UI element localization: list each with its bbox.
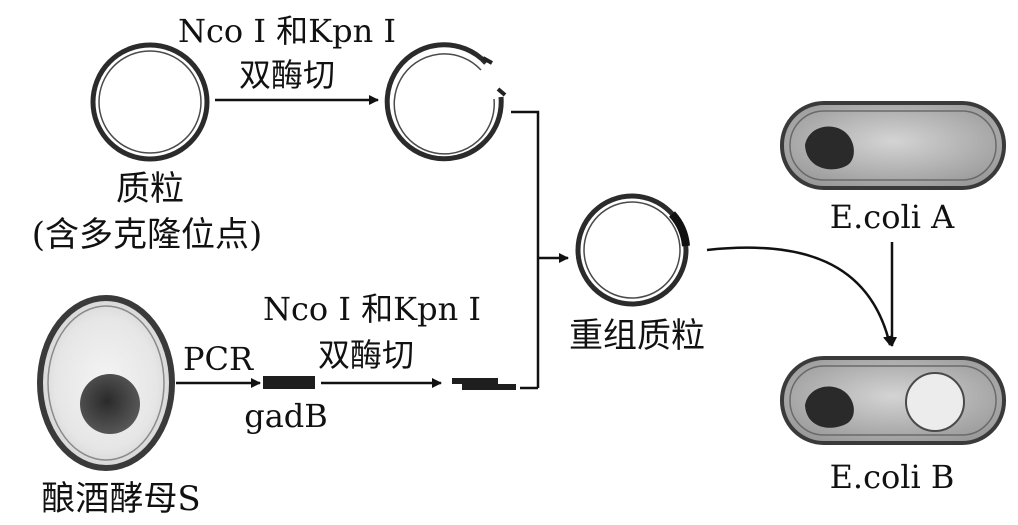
gadb-label: gadB: [244, 397, 328, 435]
recombinant-plasmid-ring: [575, 193, 690, 307]
top-connector-line: [511, 110, 540, 388]
yeast-nucleus: [80, 374, 140, 434]
digest-bottom-action: 双酶切: [318, 336, 414, 374]
ecoli-b-label: E.coli B: [830, 458, 955, 496]
digested-gadb-fragment: [452, 378, 516, 390]
cut-plasmid: [384, 42, 507, 162]
yeast-label: 酿酒酵母S: [41, 479, 200, 519]
gadb-fragment: [263, 376, 315, 389]
plasmid-note: (含多克隆位点): [32, 215, 263, 255]
ecoli-b-recombinant-plasmid: [905, 372, 965, 432]
digest-top-enzymes: Nco I 和Kpn I: [178, 12, 396, 50]
digest-bottom-enzymes: Nco I 和Kpn I: [263, 290, 481, 328]
ecoli-b-cell: [780, 356, 1006, 445]
plasmid-label: 质粒: [116, 169, 184, 209]
digest-top-action: 双酶切: [239, 56, 335, 94]
recombinant-label: 重组质粒: [569, 316, 705, 356]
plasmid-ring: [90, 42, 210, 162]
ecoli-a-cell: [780, 101, 1006, 190]
ecoli-a-nucleoid: [805, 126, 854, 170]
yeast-cell: [37, 295, 175, 471]
ecoli-a-label: E.coli A: [830, 198, 955, 236]
ecoli-b-nucleoid: [805, 386, 854, 428]
pcr-label: PCR: [183, 340, 254, 378]
transformation-curve-arrow: [706, 246, 893, 346]
inserted-gadb-segment: [668, 211, 690, 247]
